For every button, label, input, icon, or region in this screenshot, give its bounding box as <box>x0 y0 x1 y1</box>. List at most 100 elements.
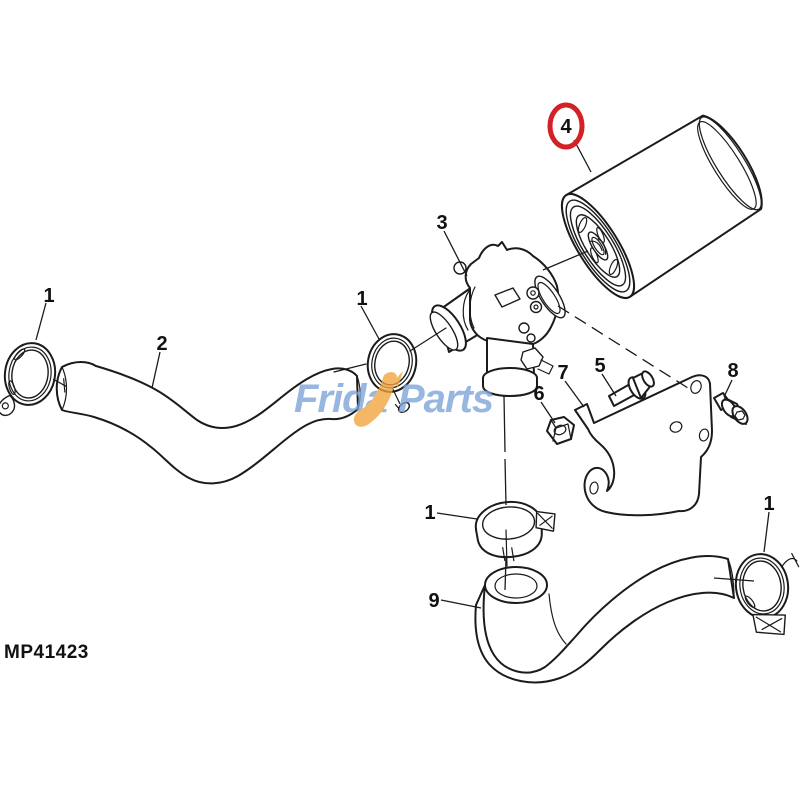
housing-bolt-c <box>518 322 530 334</box>
bracket-plate <box>574 374 713 517</box>
clamp-1d-inner-ring <box>742 560 782 612</box>
hose-2-body <box>55 361 359 485</box>
callout-2: 2 <box>156 333 167 355</box>
leader-5 <box>601 373 617 397</box>
hose-9-inner-crease <box>548 593 567 645</box>
hose-bottom-illustration <box>474 555 735 684</box>
clamp-1a-tpin <box>52 378 67 393</box>
hose-9-opening-inner <box>494 573 538 599</box>
assembly-lines <box>503 250 755 591</box>
callout-9: 9 <box>428 590 439 612</box>
callout-numbers: 1 2 1 3 4 5 6 7 8 1 9 1 <box>43 116 774 612</box>
clamp-1c-tab-hatch <box>537 512 553 529</box>
lock-nut-illustration <box>546 416 575 445</box>
highlight-ring <box>547 102 585 150</box>
bracket-dash-line <box>557 305 689 389</box>
socket-bolt-illustration <box>713 392 749 425</box>
housing-sensor <box>520 347 544 370</box>
filter-head-housing-illustration <box>429 241 566 397</box>
clamp-1a-inner-ring <box>11 349 49 399</box>
callout-7: 7 <box>557 362 568 384</box>
housing-top-cap <box>453 261 467 275</box>
housing-axis-line-2 <box>504 458 507 506</box>
check-swoosh-tip-icon <box>392 371 403 387</box>
clamp-1c-tpin <box>505 529 508 567</box>
housing-filter-port <box>534 275 566 319</box>
filter-far-rim2 <box>697 121 757 210</box>
leader-7 <box>564 380 585 408</box>
housing-left-tube-opening <box>429 311 459 351</box>
housing-filter-port-inner <box>537 281 561 315</box>
leader-1-bottom <box>436 512 478 520</box>
clamp-1a-slot2 <box>8 380 16 395</box>
bracket-hole-middle <box>669 421 683 433</box>
hose-9-right-end-line <box>727 558 735 599</box>
figure-code: MP41423 <box>4 642 89 663</box>
callout-1-bottom: 1 <box>424 502 435 524</box>
nut-6-bore <box>553 424 567 436</box>
filter-far-rim <box>698 116 762 211</box>
housing-flange-band <box>482 377 538 397</box>
clamp-1d-slot <box>744 595 756 609</box>
clamp-1a-hook <box>0 394 16 417</box>
bracket-hole-top <box>690 380 702 394</box>
filter-mount-line <box>542 250 589 271</box>
clamp-1a-slot <box>13 348 26 361</box>
callout-3: 3 <box>436 212 447 234</box>
bolt-8-socket <box>734 410 746 421</box>
bolt-8-head-cap <box>731 405 749 425</box>
filter-slot-top <box>577 216 588 234</box>
housing-bolt-a <box>526 286 540 300</box>
housing-collar <box>462 286 476 331</box>
clamp-middle-axis-left <box>333 363 367 373</box>
callout-leaders <box>35 139 770 609</box>
clamp-1c-slot <box>502 547 515 562</box>
flange-bolt-illustration <box>608 370 655 407</box>
housing-bolt-a-dot <box>530 290 536 296</box>
hose9-clamp-line <box>713 577 755 582</box>
clamp-1a-band-line <box>8 346 52 402</box>
clamp-1b-screw <box>397 401 411 414</box>
callout-8: 8 <box>727 360 738 382</box>
clamp-bottom-right-illustration <box>734 552 800 636</box>
filter-slot-right <box>596 226 605 244</box>
housing-axis-line-1 <box>503 395 506 453</box>
callout-1-middle: 1 <box>356 288 367 310</box>
clamp-1d-tpin <box>780 552 800 568</box>
watermark-text-right: Parts <box>398 377 493 421</box>
callout-5: 5 <box>594 355 605 377</box>
clamp-1a-hook-hole <box>1 402 9 410</box>
watermark: Frida Parts <box>294 371 494 427</box>
hose-2-end-line <box>61 366 68 411</box>
filter-cartridge-illustration <box>560 114 763 299</box>
leader-9 <box>440 599 482 609</box>
callout-4: 4 <box>560 116 572 138</box>
check-swoosh-icon <box>353 372 397 427</box>
filter-hub-inner <box>591 236 605 256</box>
callout-1-right: 1 <box>763 493 774 515</box>
leader-1-right <box>763 511 770 553</box>
clamp-1d-tab-hatch <box>755 616 783 633</box>
leader-6 <box>540 401 556 424</box>
clamp-1c-inner-ring <box>481 506 536 540</box>
housing-sensor-wire <box>537 359 554 375</box>
clamp-bottom-middle-illustration <box>474 500 556 562</box>
leader-8 <box>723 379 733 398</box>
leader-1-left <box>35 302 47 341</box>
leader-3 <box>443 230 468 277</box>
mounting-bracket-illustration <box>574 374 713 517</box>
clamp-middle-axis-right <box>409 327 447 352</box>
hose-2-right-end-line <box>356 375 361 410</box>
bracket-hook-hole <box>589 481 599 495</box>
housing-bolt-b-dot <box>533 304 539 310</box>
housing-axis-line-3 <box>504 557 507 591</box>
leader-4 <box>573 139 592 173</box>
leader-2 <box>151 351 161 389</box>
clamp-upper-left-illustration <box>0 342 67 417</box>
housing-bolt-d <box>526 333 536 343</box>
filter-slot-bottom <box>608 258 619 276</box>
callout-6: 6 <box>533 383 544 405</box>
bracket-hole-right <box>698 428 710 442</box>
